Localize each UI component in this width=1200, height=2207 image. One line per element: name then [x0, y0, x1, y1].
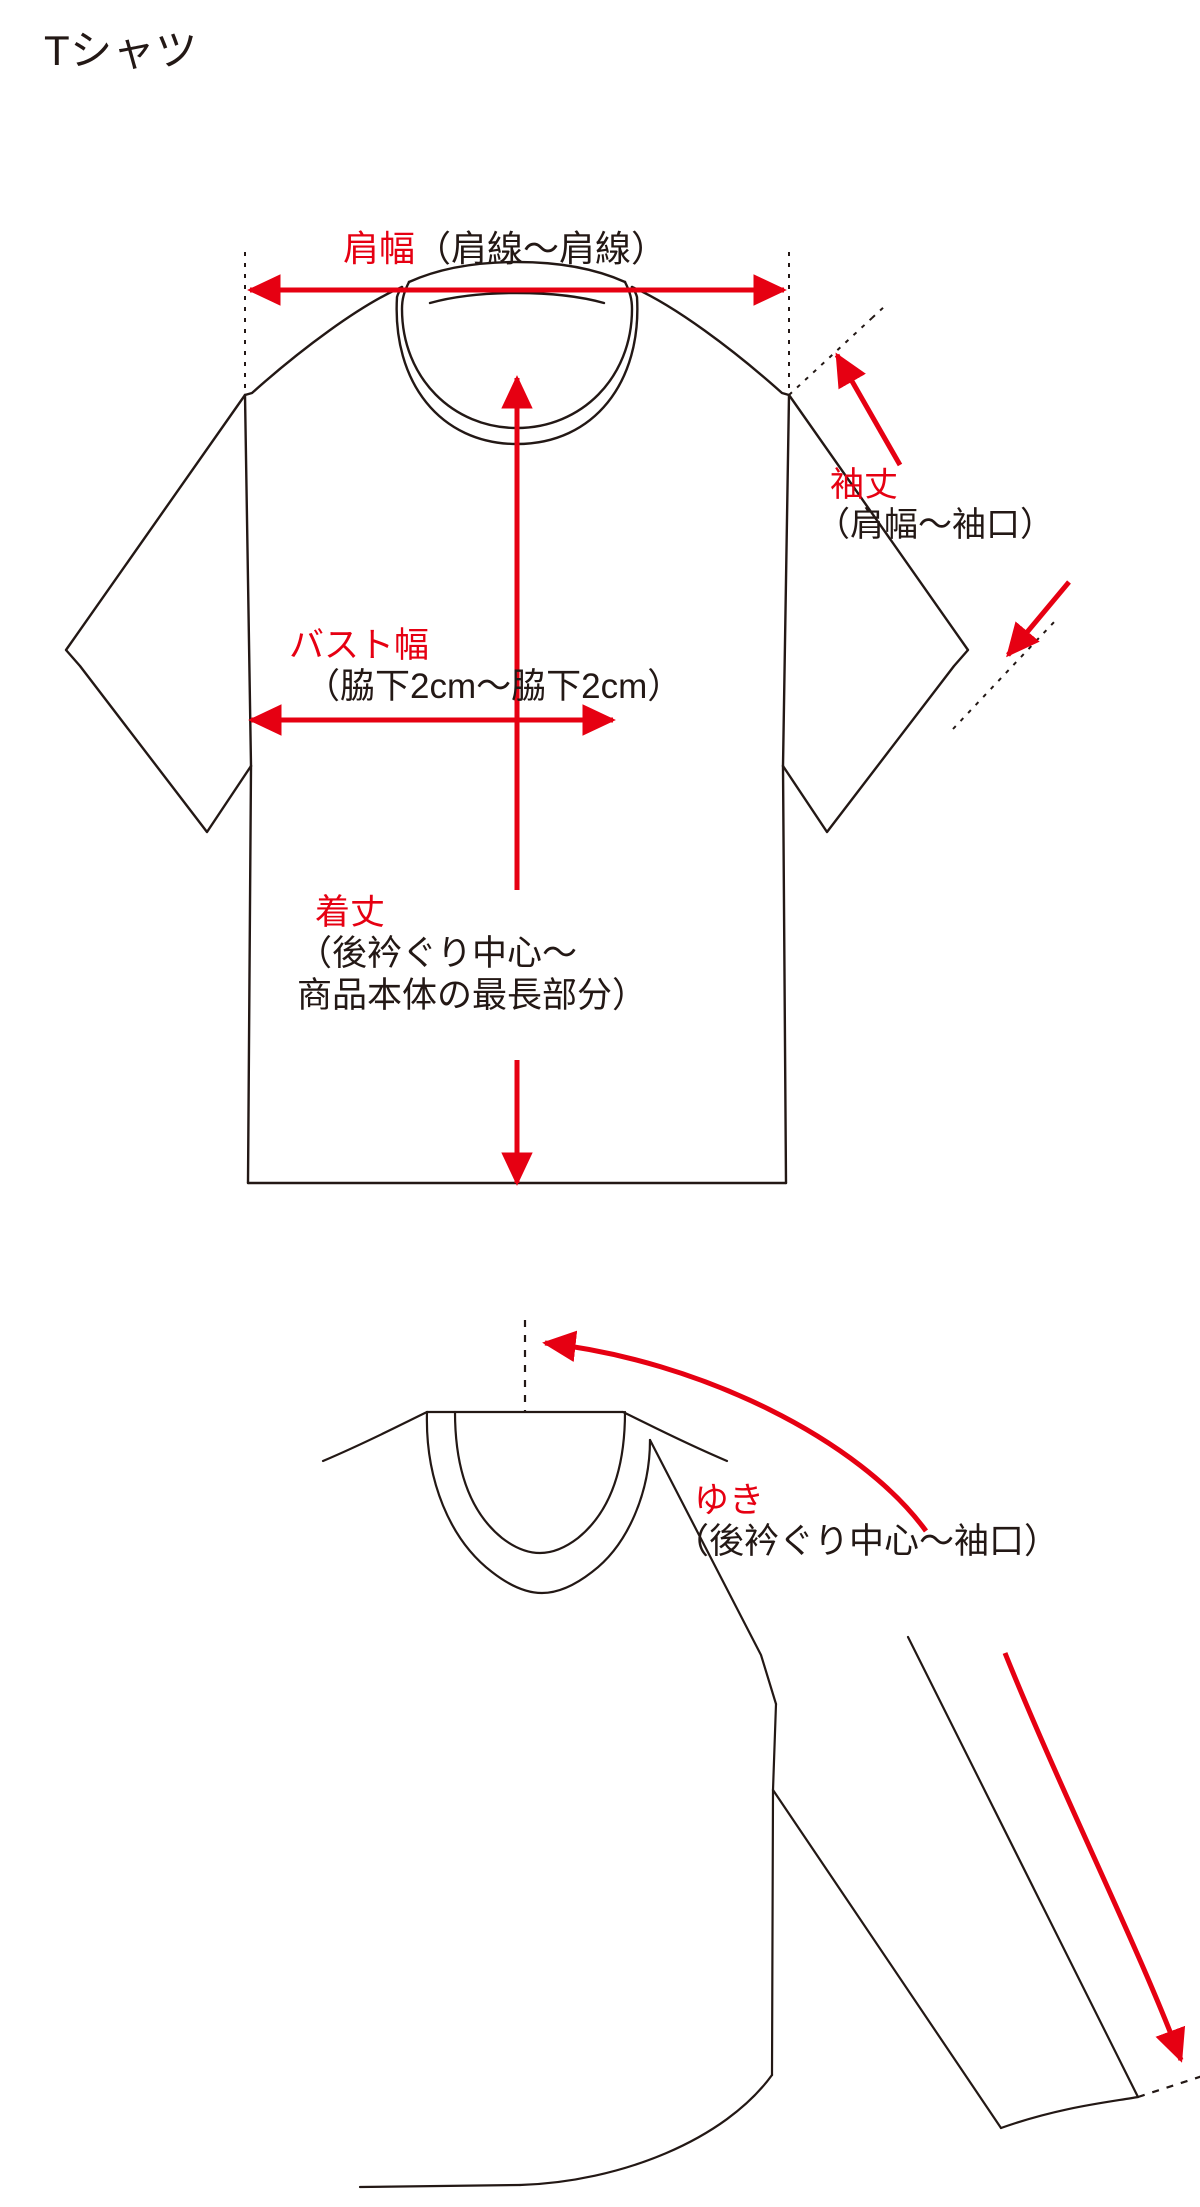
- label-sleeve-length: 袖丈 （肩幅〜袖口）: [816, 465, 1054, 545]
- shoulder-guide-lines: [244, 252, 790, 410]
- bust-width-note: （脇下2cm〜脇下2cm）: [305, 667, 683, 707]
- bust-width-term: バスト幅: [289, 626, 430, 665]
- label-yuki: ゆき （後衿ぐり中心〜袖口）: [674, 1480, 1059, 1563]
- label-shoulder-width: 肩幅（肩線〜肩線）: [343, 228, 667, 270]
- tshirt-shoulder-sleeve-outline: [321, 1410, 1140, 2189]
- shoulder-width-note: （肩線〜肩線）: [415, 228, 668, 269]
- yuki-note: （後衿ぐり中心〜袖口）: [674, 1522, 1060, 1562]
- shoulder-width-term: 肩幅: [343, 228, 416, 269]
- body-length-term: 着丈: [315, 893, 386, 932]
- page-title: Tシャツ: [44, 27, 198, 74]
- sleeve-length-term: 袖丈: [830, 466, 898, 504]
- yuki-arrow-bottom: [1002, 1652, 1186, 2063]
- label-bust-width: バスト幅 （脇下2cm〜脇下2cm）: [289, 625, 682, 708]
- yuki-arrow-top: [542, 1330, 929, 1533]
- label-body-length: 着丈 （後衿ぐり中心〜 商品本体の最長部分）: [297, 892, 647, 1016]
- body-length-note-line2: 商品本体の最長部分）: [297, 975, 648, 1015]
- yuki-term: ゆき: [694, 1481, 765, 1520]
- sleeve-length-note: （肩幅〜袖口）: [816, 506, 1054, 545]
- body-length-note-line1: （後衿ぐり中心〜: [297, 934, 578, 974]
- yuki-guide-lines: [523, 1320, 1200, 2099]
- sleeve-length-arrow: [834, 352, 1071, 658]
